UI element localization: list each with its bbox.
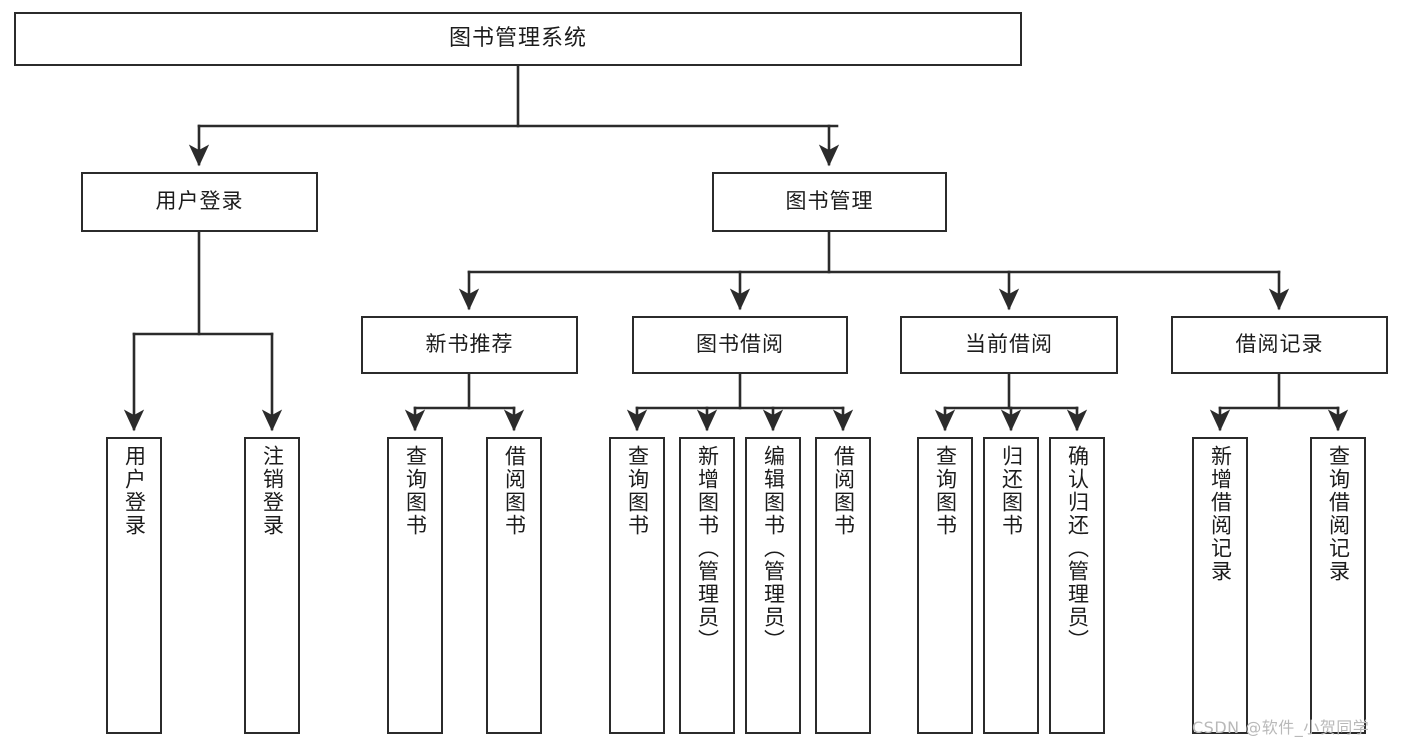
- leaf-query-book-current-label: 查询图书: [933, 445, 958, 537]
- node-user-login[interactable]: 用户登录: [81, 172, 318, 232]
- leaf-edit-book-admin[interactable]: 编辑图书（管理员）: [745, 437, 801, 734]
- node-new-book-recommend-label: 新书推荐: [425, 332, 514, 357]
- leaf-confirm-return-admin[interactable]: 确认归还（管理员）: [1049, 437, 1105, 734]
- leaf-logout-login[interactable]: 注销登录: [244, 437, 300, 734]
- node-current-borrow[interactable]: 当前借阅: [900, 316, 1118, 374]
- leaf-borrow-book-recommend[interactable]: 借阅图书: [486, 437, 542, 734]
- leaf-logout-login-label: 注销登录: [260, 445, 285, 537]
- leaf-query-book-recommend-label: 查询图书: [403, 445, 428, 537]
- node-borrow-record-label: 借阅记录: [1235, 332, 1324, 357]
- node-book-borrow-label: 图书借阅: [696, 332, 784, 357]
- node-book-manage[interactable]: 图书管理: [712, 172, 947, 232]
- leaf-add-borrow-record-label: 新增借阅记录: [1208, 445, 1233, 583]
- leaf-query-book-borrow-label: 查询图书: [625, 445, 650, 537]
- leaf-query-borrow-record-label: 查询借阅记录: [1326, 445, 1351, 583]
- leaf-query-borrow-record[interactable]: 查询借阅记录: [1310, 437, 1366, 734]
- node-borrow-record[interactable]: 借阅记录: [1171, 316, 1388, 374]
- leaf-return-book-label: 归还图书: [999, 445, 1024, 537]
- node-new-book-recommend[interactable]: 新书推荐: [361, 316, 578, 374]
- leaf-query-book-borrow[interactable]: 查询图书: [609, 437, 665, 734]
- leaf-borrow-book[interactable]: 借阅图书: [815, 437, 871, 734]
- leaf-query-book-current[interactable]: 查询图书: [917, 437, 973, 734]
- leaf-borrow-book-label: 借阅图书: [831, 445, 856, 537]
- csdn-watermark: CSDN @软件_小贺同学: [1192, 718, 1370, 737]
- node-current-borrow-label: 当前借阅: [965, 332, 1053, 357]
- leaf-return-book[interactable]: 归还图书: [983, 437, 1039, 734]
- leaf-add-borrow-record[interactable]: 新增借阅记录: [1192, 437, 1248, 734]
- leaf-edit-book-admin-label: 编辑图书（管理员）: [761, 445, 786, 652]
- node-root-label: 图书管理系统: [448, 25, 587, 51]
- node-book-borrow[interactable]: 图书借阅: [632, 316, 848, 374]
- leaf-confirm-return-admin-label: 确认归还（管理员）: [1065, 445, 1090, 652]
- leaf-borrow-book-recommend-label: 借阅图书: [502, 445, 527, 537]
- leaf-query-book-recommend[interactable]: 查询图书: [387, 437, 443, 734]
- leaf-user-login[interactable]: 用户登录: [106, 437, 162, 734]
- leaf-add-book-admin[interactable]: 新增图书（管理员）: [679, 437, 735, 734]
- leaf-user-login-label: 用户登录: [122, 445, 147, 537]
- node-book-manage-label: 图书管理: [785, 189, 874, 214]
- leaf-add-book-admin-label: 新增图书（管理员）: [695, 445, 720, 652]
- node-root[interactable]: 图书管理系统: [14, 12, 1022, 66]
- node-user-login-label: 用户登录: [155, 189, 244, 214]
